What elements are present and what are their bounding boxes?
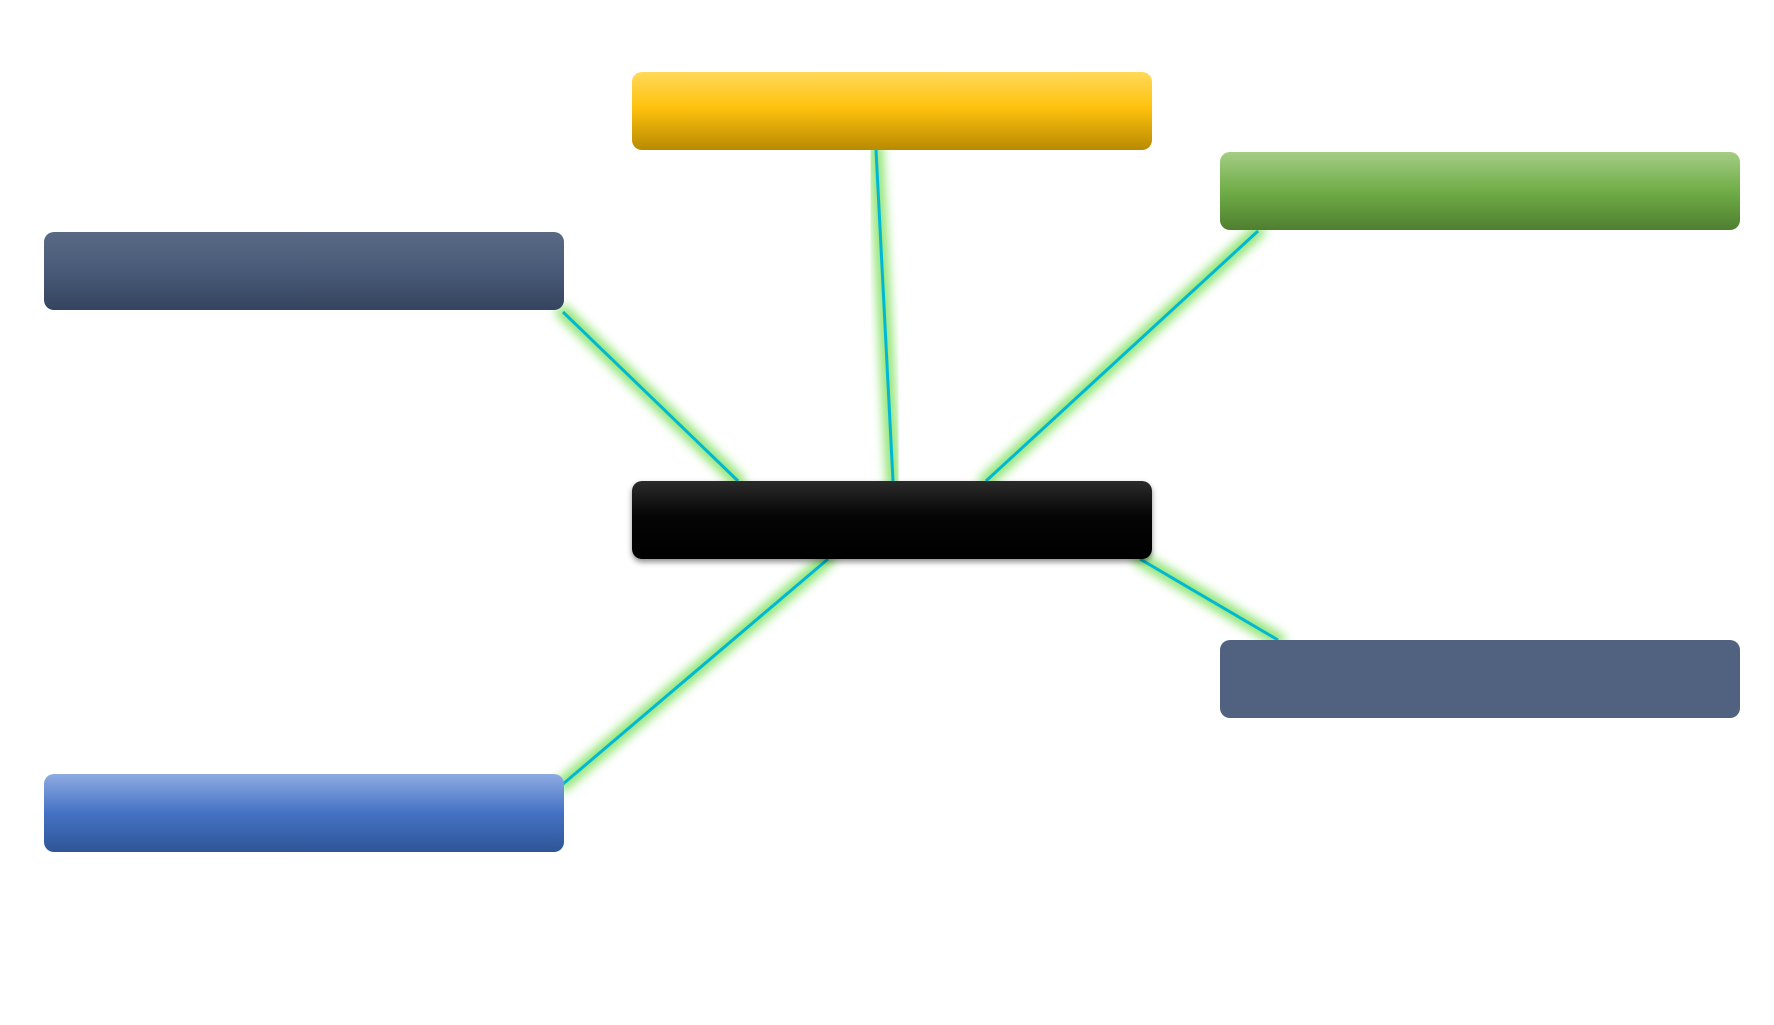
connector-glow-group — [556, 143, 1285, 791]
connector-top-right — [984, 229, 1260, 483]
node-bottom-left[interactable] — [44, 774, 564, 852]
connector-top — [874, 149, 895, 482]
node-top-left[interactable] — [44, 232, 564, 310]
node-bottom-right[interactable] — [1220, 640, 1740, 718]
node-center[interactable] — [632, 481, 1152, 559]
node-top[interactable] — [632, 72, 1152, 150]
connector-bottom-right — [1139, 557, 1279, 642]
connector-line-group — [561, 149, 1279, 786]
connector-top-left — [561, 310, 740, 483]
node-top-right[interactable] — [1220, 152, 1740, 230]
connector-bottom-left — [562, 557, 829, 786]
